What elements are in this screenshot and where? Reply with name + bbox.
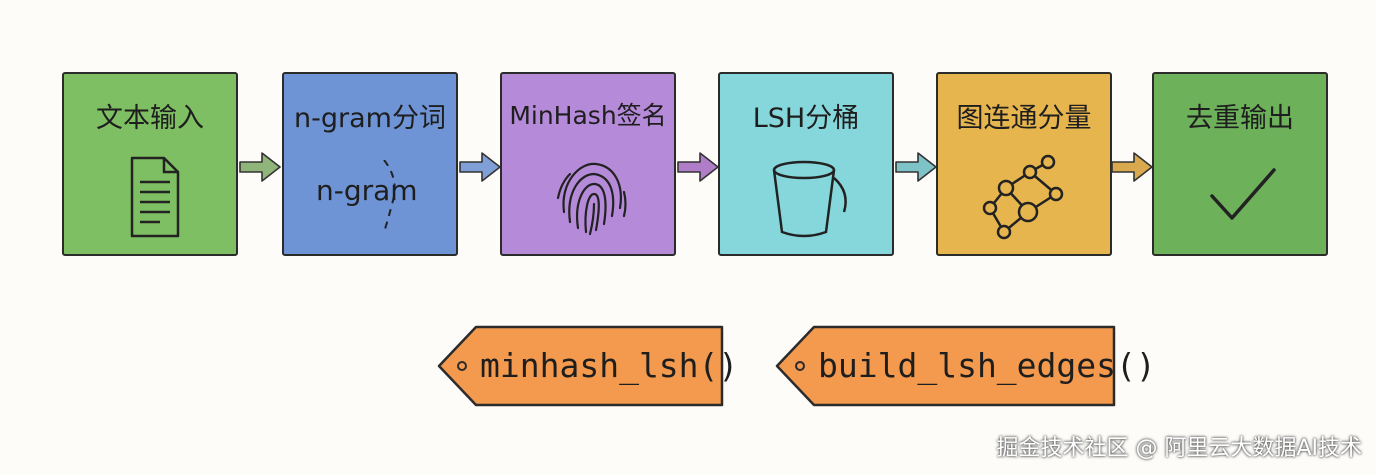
stage-minhash-signature: MinHash签名 [500,72,676,256]
stage-title: LSH分桶 [752,103,860,134]
watermark-text: 掘金技术社区 @ 阿里云大数据AI技术 [996,436,1362,461]
arrow-right-icon [677,152,719,182]
arrow-right-icon [895,152,937,182]
stage-dedup-output: 去重输出 [1152,72,1328,256]
stage-ngram-tokenize: n-gram分词 n-gram [282,72,458,256]
tag-shape [775,325,1116,407]
function-tag-minhash-lsh: minhash_lsh() [436,324,739,408]
stage-title: 图连通分量 [956,103,1092,134]
function-name: build_lsh_edges() [818,346,1156,385]
stage-graph-components: 图连通分量 [936,72,1112,256]
icon-ngram-text: n-gram [316,174,418,207]
arrow-right-icon [1111,152,1153,182]
stage-title: 文本输入 [96,103,204,134]
document-icon [130,156,180,238]
function-name: minhash_lsh() [480,346,739,385]
stage-title: n-gram分词 [294,103,446,134]
tag-shape [437,325,724,407]
stage-title: 去重输出 [1186,103,1294,134]
checkmark-icon [1210,168,1276,220]
fingerprint-icon [556,162,627,236]
graph-network-icon [982,154,1064,240]
bucket-icon [772,160,847,238]
function-tag-build-lsh-edges: build_lsh_edges() [774,324,1156,408]
arrow-right-icon [239,152,281,182]
stage-text-input: 文本输入 [62,72,238,256]
stage-lsh-bucketing: LSH分桶 [718,72,894,256]
split-text-icon: n-gram [304,160,444,240]
arrow-right-icon [459,152,501,182]
stage-title: MinHash签名 [509,101,667,130]
